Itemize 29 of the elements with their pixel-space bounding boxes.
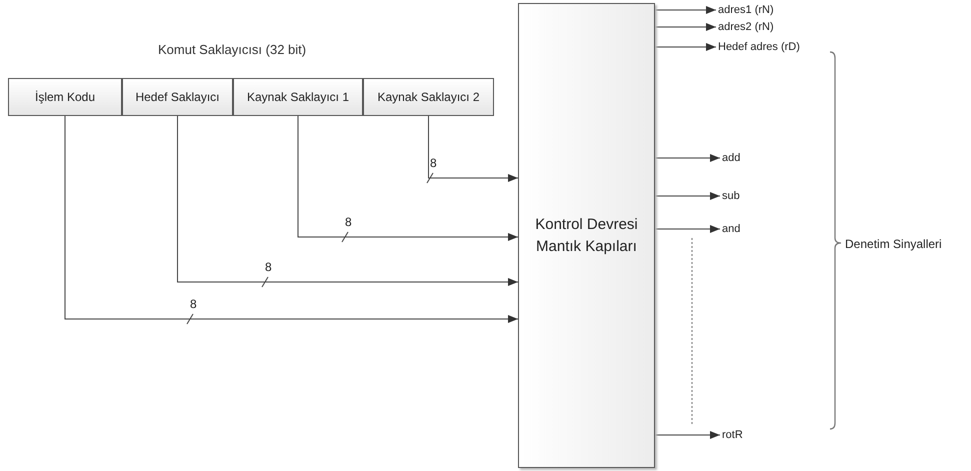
- arrow: [654, 431, 720, 439]
- arrow: [298, 116, 518, 241]
- arrow: [654, 192, 720, 200]
- arrow: [177, 116, 518, 286]
- signal-label: add: [722, 150, 762, 166]
- arrow: [654, 225, 720, 233]
- signal-label: Hedef adres (rD): [718, 39, 828, 55]
- signal-label: and: [722, 221, 762, 237]
- signal-label: rotR: [722, 427, 762, 443]
- signal-label: adres1 (rN): [718, 2, 798, 18]
- edge-label: 8: [264, 260, 273, 274]
- edge-label: 8: [344, 215, 353, 229]
- signal-label: adres2 (rN): [718, 19, 798, 35]
- arrow: [64, 116, 518, 323]
- edge-label: 8: [429, 156, 438, 170]
- register-field: Kaynak Saklayıcı 1: [233, 78, 363, 116]
- arrow: [654, 154, 720, 162]
- arrow: [654, 23, 716, 31]
- edge-label: 8: [189, 297, 198, 311]
- signal-label: sub: [722, 188, 762, 204]
- register-title: Komut Saklayıcısı (32 bit): [158, 41, 306, 59]
- control-circuit-box: Kontrol Devresi Mantık Kapıları: [518, 3, 655, 468]
- group-label: Denetim Sinyalleri: [845, 236, 942, 253]
- register-field: Hedef Saklayıcı: [122, 78, 233, 116]
- arrow: [654, 6, 716, 14]
- arrow: [654, 43, 716, 51]
- arrow: [428, 116, 518, 182]
- register-field: Kaynak Saklayıcı 2: [363, 78, 494, 116]
- register-field: İşlem Kodu: [8, 78, 122, 116]
